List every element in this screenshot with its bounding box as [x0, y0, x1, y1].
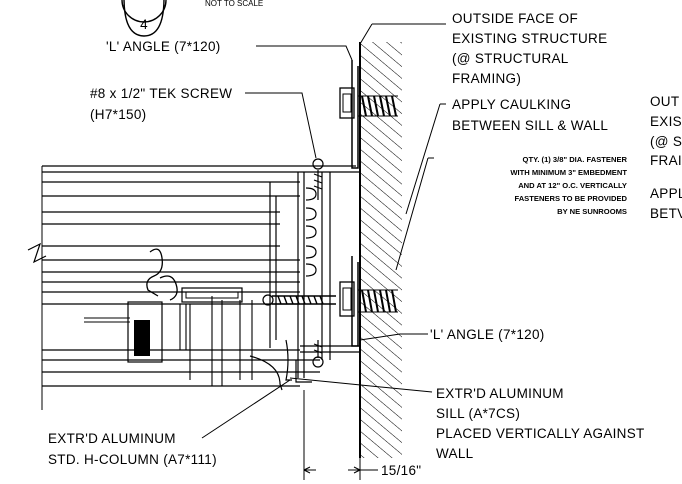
svg-text:OUT: OUT [650, 94, 679, 109]
l-angle-top [42, 60, 360, 173]
detail-scale: NOT TO SCALE [205, 0, 263, 8]
label-tek-screw: #8 x 1/2" TEK SCREW (H7*150) [90, 86, 232, 122]
label-l-angle-top: 'L' ANGLE (7*120) [106, 39, 221, 54]
svg-text:APPL: APPL [650, 186, 682, 201]
detail-bubble: 4 NOT TO SCALE [121, 0, 263, 37]
label-l-angle-bottom: 'L' ANGLE (7*120) [430, 327, 545, 342]
svg-text:FRAI: FRAI [650, 153, 682, 168]
svg-text:WITH MINIMUM 3" EMBEDMENT: WITH MINIMUM 3" EMBEDMENT [510, 168, 627, 177]
dimension-15-16: 15/16" [303, 390, 421, 480]
svg-text:EXTR'D ALUMINUM: EXTR'D ALUMINUM [436, 386, 564, 401]
svg-text:OUTSIDE FACE OF: OUTSIDE FACE OF [452, 11, 578, 26]
svg-text:(@ S: (@ S [650, 134, 682, 149]
svg-text:BETWEEN SILL & WALL: BETWEEN SILL & WALL [452, 118, 608, 133]
label-apply-caulking: APPLY CAULKING BETWEEN SILL & WALL [452, 97, 608, 133]
svg-text:WALL: WALL [436, 446, 474, 461]
svg-text:SILL (A*7CS): SILL (A*7CS) [436, 406, 520, 421]
anchor-bolt-top [339, 87, 398, 119]
svg-text:(@ STRUCTURAL: (@ STRUCTURAL [452, 51, 569, 66]
svg-text:FRAMING): FRAMING) [452, 71, 521, 86]
svg-text:FASTENERS TO BE PROVIDED: FASTENERS TO BE PROVIDED [514, 194, 627, 203]
note-fastener: QTY. (1) 3/8" DIA. FASTENER WITH MINIMUM… [510, 155, 627, 216]
svg-text:EXTR'D ALUMINUM: EXTR'D ALUMINUM [48, 431, 176, 446]
svg-text:AND AT 12" O.C. VERTICALLY: AND AT 12" O.C. VERTICALLY [518, 181, 627, 190]
svg-text:STD. H-COLUMN (A7*111): STD. H-COLUMN (A7*111) [48, 452, 217, 467]
svg-text:BY NE SUNROOMS: BY NE SUNROOMS [557, 207, 627, 216]
svg-text:EXIS: EXIS [650, 114, 682, 129]
svg-text:EXISTING STRUCTURE: EXISTING STRUCTURE [452, 31, 607, 46]
svg-text:BETV: BETV [650, 206, 682, 221]
svg-text:APPLY CAULKING: APPLY CAULKING [452, 97, 571, 112]
svg-text:PLACED VERTICALLY AGAINST: PLACED VERTICALLY AGAINST [436, 426, 645, 441]
label-cropped-right: OUT EXIS (@ S FRAI APPL BETV [650, 94, 682, 221]
label-sill: EXTR'D ALUMINUM SILL (A*7CS) PLACED VERT… [436, 386, 645, 461]
svg-text:QTY. (1) 3/8" DIA. FASTENER: QTY. (1) 3/8" DIA. FASTENER [523, 155, 628, 164]
svg-text:#8 x 1/2" TEK SCREW: #8 x 1/2" TEK SCREW [90, 86, 232, 101]
label-h-column: EXTR'D ALUMINUM STD. H-COLUMN (A7*111) [48, 431, 217, 467]
frame-profile [27, 158, 360, 410]
leaders [201, 23, 446, 439]
dimension-label: 15/16" [381, 463, 421, 478]
svg-text:(H7*150): (H7*150) [90, 107, 146, 122]
detail-number: 4 [140, 17, 148, 32]
label-outside-face: OUTSIDE FACE OF EXISTING STRUCTURE (@ ST… [452, 11, 607, 86]
